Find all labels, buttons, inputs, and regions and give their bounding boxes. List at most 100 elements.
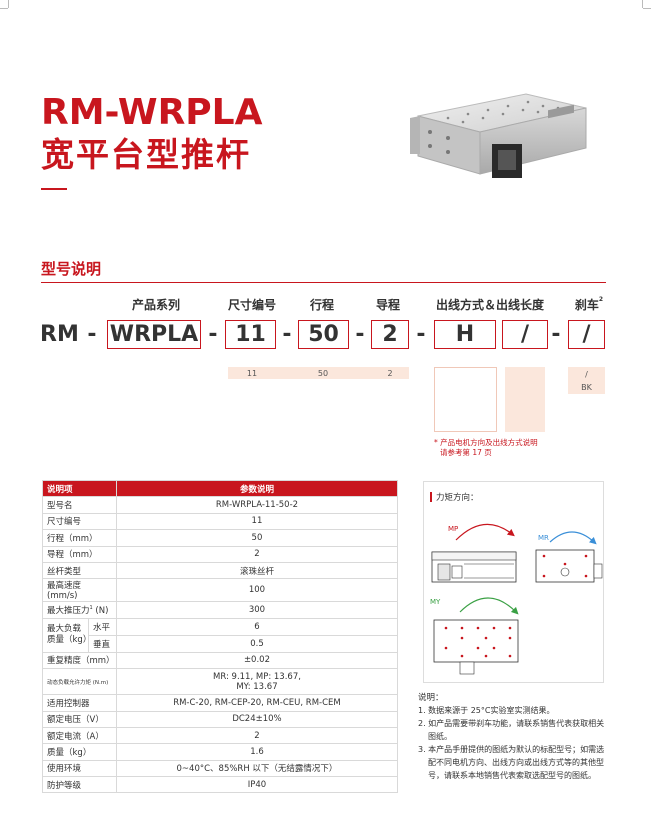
wiring-note-line: 请参考第 17 页 (440, 448, 492, 457)
code-wiring-dir: H (434, 320, 496, 349)
row-label-text: 最大推压力 (47, 606, 90, 617)
table-row: 重复精度（mm）±0.02 (42, 651, 399, 670)
table-row: 导程（mm）2 (42, 545, 399, 563)
table-header: 说明项 参数说明 (42, 479, 399, 498)
my-label: MY (430, 598, 441, 606)
row-label: 质量（kg） (42, 743, 117, 761)
code-brake: / (568, 320, 605, 349)
header-size: 尺寸编号 (227, 298, 276, 312)
notes-list: 1. 数据来源于 25°C实验室实测结果。 2. 如产品需要带刹车功能，请联系销… (418, 704, 608, 782)
product-subtitle: 宽平台型推杆 (41, 135, 251, 174)
code-dash: - (282, 322, 292, 347)
my-arrow (459, 597, 519, 615)
mr-label: MR (538, 534, 549, 542)
crop-mark (0, 8, 8, 9)
row-label-sup: 1 (89, 605, 93, 612)
row-value-line: MR: 9.11, MP: 13.67, (213, 671, 301, 682)
code-dash: - (208, 322, 218, 347)
row-value: 1.6 (115, 743, 399, 761)
row-value: 11 (115, 512, 399, 531)
crop-mark (642, 0, 643, 8)
header-brake-sup: 2 (598, 296, 604, 303)
moment-diagram: MP MR MY (430, 523, 603, 675)
panel-title: 力矩方向： (436, 493, 479, 503)
row-value: ±0.02 (115, 651, 399, 670)
row-label: 重复精度（mm） (42, 651, 117, 670)
row-value: RM-C-20, RM-CEP-20, RM-CEU, RM-CEM (115, 694, 399, 712)
example-lead: 2 (371, 367, 409, 379)
row-label: 尺寸编号 (42, 512, 117, 531)
row-value: 2 (115, 545, 399, 563)
wiring-dir-box (434, 367, 497, 432)
example-size: 11 (228, 367, 276, 379)
header-brake-label: 刹车 (574, 298, 599, 312)
row-sublabel: 垂直 (93, 639, 111, 650)
code-size: 11 (225, 320, 276, 349)
example-stroke: 50 (300, 367, 346, 379)
row-value: MR: 9.11, MP: 13.67,MY: 13.67 (115, 668, 399, 696)
row-value: 300 (115, 601, 399, 619)
wiring-note: * 产品电机方向及出线方式说明 请参考第 17 页 (434, 438, 538, 458)
row-label: 动态负载允许力矩 (N.m) (42, 668, 117, 696)
brake-options-box (568, 367, 605, 394)
row-value-line: MY: 13.67 (236, 681, 278, 692)
example-fill (276, 367, 300, 379)
table-row: 丝杆类型滚珠丝杆 (42, 561, 399, 580)
row-value: 0~40°C、85%RH 以下（无结露情况下） (115, 759, 399, 778)
mp-arrow (455, 523, 515, 541)
row-value: 100 (115, 578, 399, 603)
title-underline (41, 188, 67, 190)
header-series: 产品系列 (131, 298, 180, 312)
crop-mark (643, 8, 651, 9)
code-dash: - (416, 322, 426, 347)
row-value: 2 (115, 726, 399, 745)
code-dash: - (551, 322, 561, 347)
row-label: 额定电流（A） (42, 726, 117, 745)
example-fill (346, 367, 371, 379)
table-row: 质量（kg）1.6 (42, 743, 399, 761)
end-view (535, 549, 595, 583)
row-value: DC24±10% (115, 710, 399, 728)
wiring-note-line: * 产品电机方向及出线方式说明 (434, 438, 538, 447)
row-label: 质量（kg） (47, 635, 92, 646)
code-series: WRPLA (107, 320, 201, 349)
panel-title-bar (430, 492, 432, 502)
row-sublabel: 水平 (89, 619, 116, 636)
row-label: 适用控制器 (42, 694, 117, 712)
column-header: 参数说明 (115, 479, 399, 498)
row-value: 50 (115, 529, 399, 547)
wiring-len-box (505, 367, 545, 432)
row-value: IP40 (115, 776, 399, 794)
row-label: 使用环境 (42, 759, 117, 778)
row-label: 型号名 (42, 496, 117, 514)
moment-direction-panel: 力矩方向： MP MR MY (423, 481, 604, 683)
note-item: 2. 如产品需要带刹车功能，请联系销售代表获取相关图纸。 (418, 719, 605, 741)
row-value: 滚珠丝杆 (115, 561, 399, 580)
row-label: 额定电压（V） (42, 710, 117, 728)
mp-label: MP (448, 525, 458, 533)
code-stroke: 50 (298, 320, 349, 349)
note-item: 1. 数据来源于 25°C实验室实测结果。 (418, 706, 555, 715)
code-wiring-len: / (502, 320, 548, 349)
table-row: 最高速度 (mm/s)100 (42, 578, 399, 603)
product-image (410, 93, 587, 178)
table-row: 额定电流（A）2 (42, 726, 399, 745)
code-prefix: RM (40, 322, 79, 347)
note-item: 3. 本产品手册提供的图纸为默认的标配型号；如需选配不同电机方向、出线方向或出线… (418, 745, 605, 780)
header-stroke: 行程 (309, 298, 334, 312)
row-label: 最大推压力1 (N) (42, 601, 117, 619)
table-row: 额定电压（V）DC24±10% (42, 710, 399, 728)
product-title: RM-WRPLA (41, 92, 263, 133)
header-wiring: 出线方式＆出线长度 (435, 298, 544, 312)
column-header: 说明项 (42, 479, 117, 498)
code-dash: - (355, 322, 365, 347)
table-row: 动态负载允许力矩 (N.m)MR: 9.11, MP: 13.67,MY: 13… (42, 668, 399, 696)
code-dash: - (87, 322, 97, 347)
row-label-unit: (N) (92, 606, 109, 617)
header-lead: 导程 (375, 298, 400, 312)
brake-option: / (585, 370, 588, 379)
row-label: 导程（mm） (42, 545, 117, 563)
row-value: 0.5 (115, 634, 399, 653)
